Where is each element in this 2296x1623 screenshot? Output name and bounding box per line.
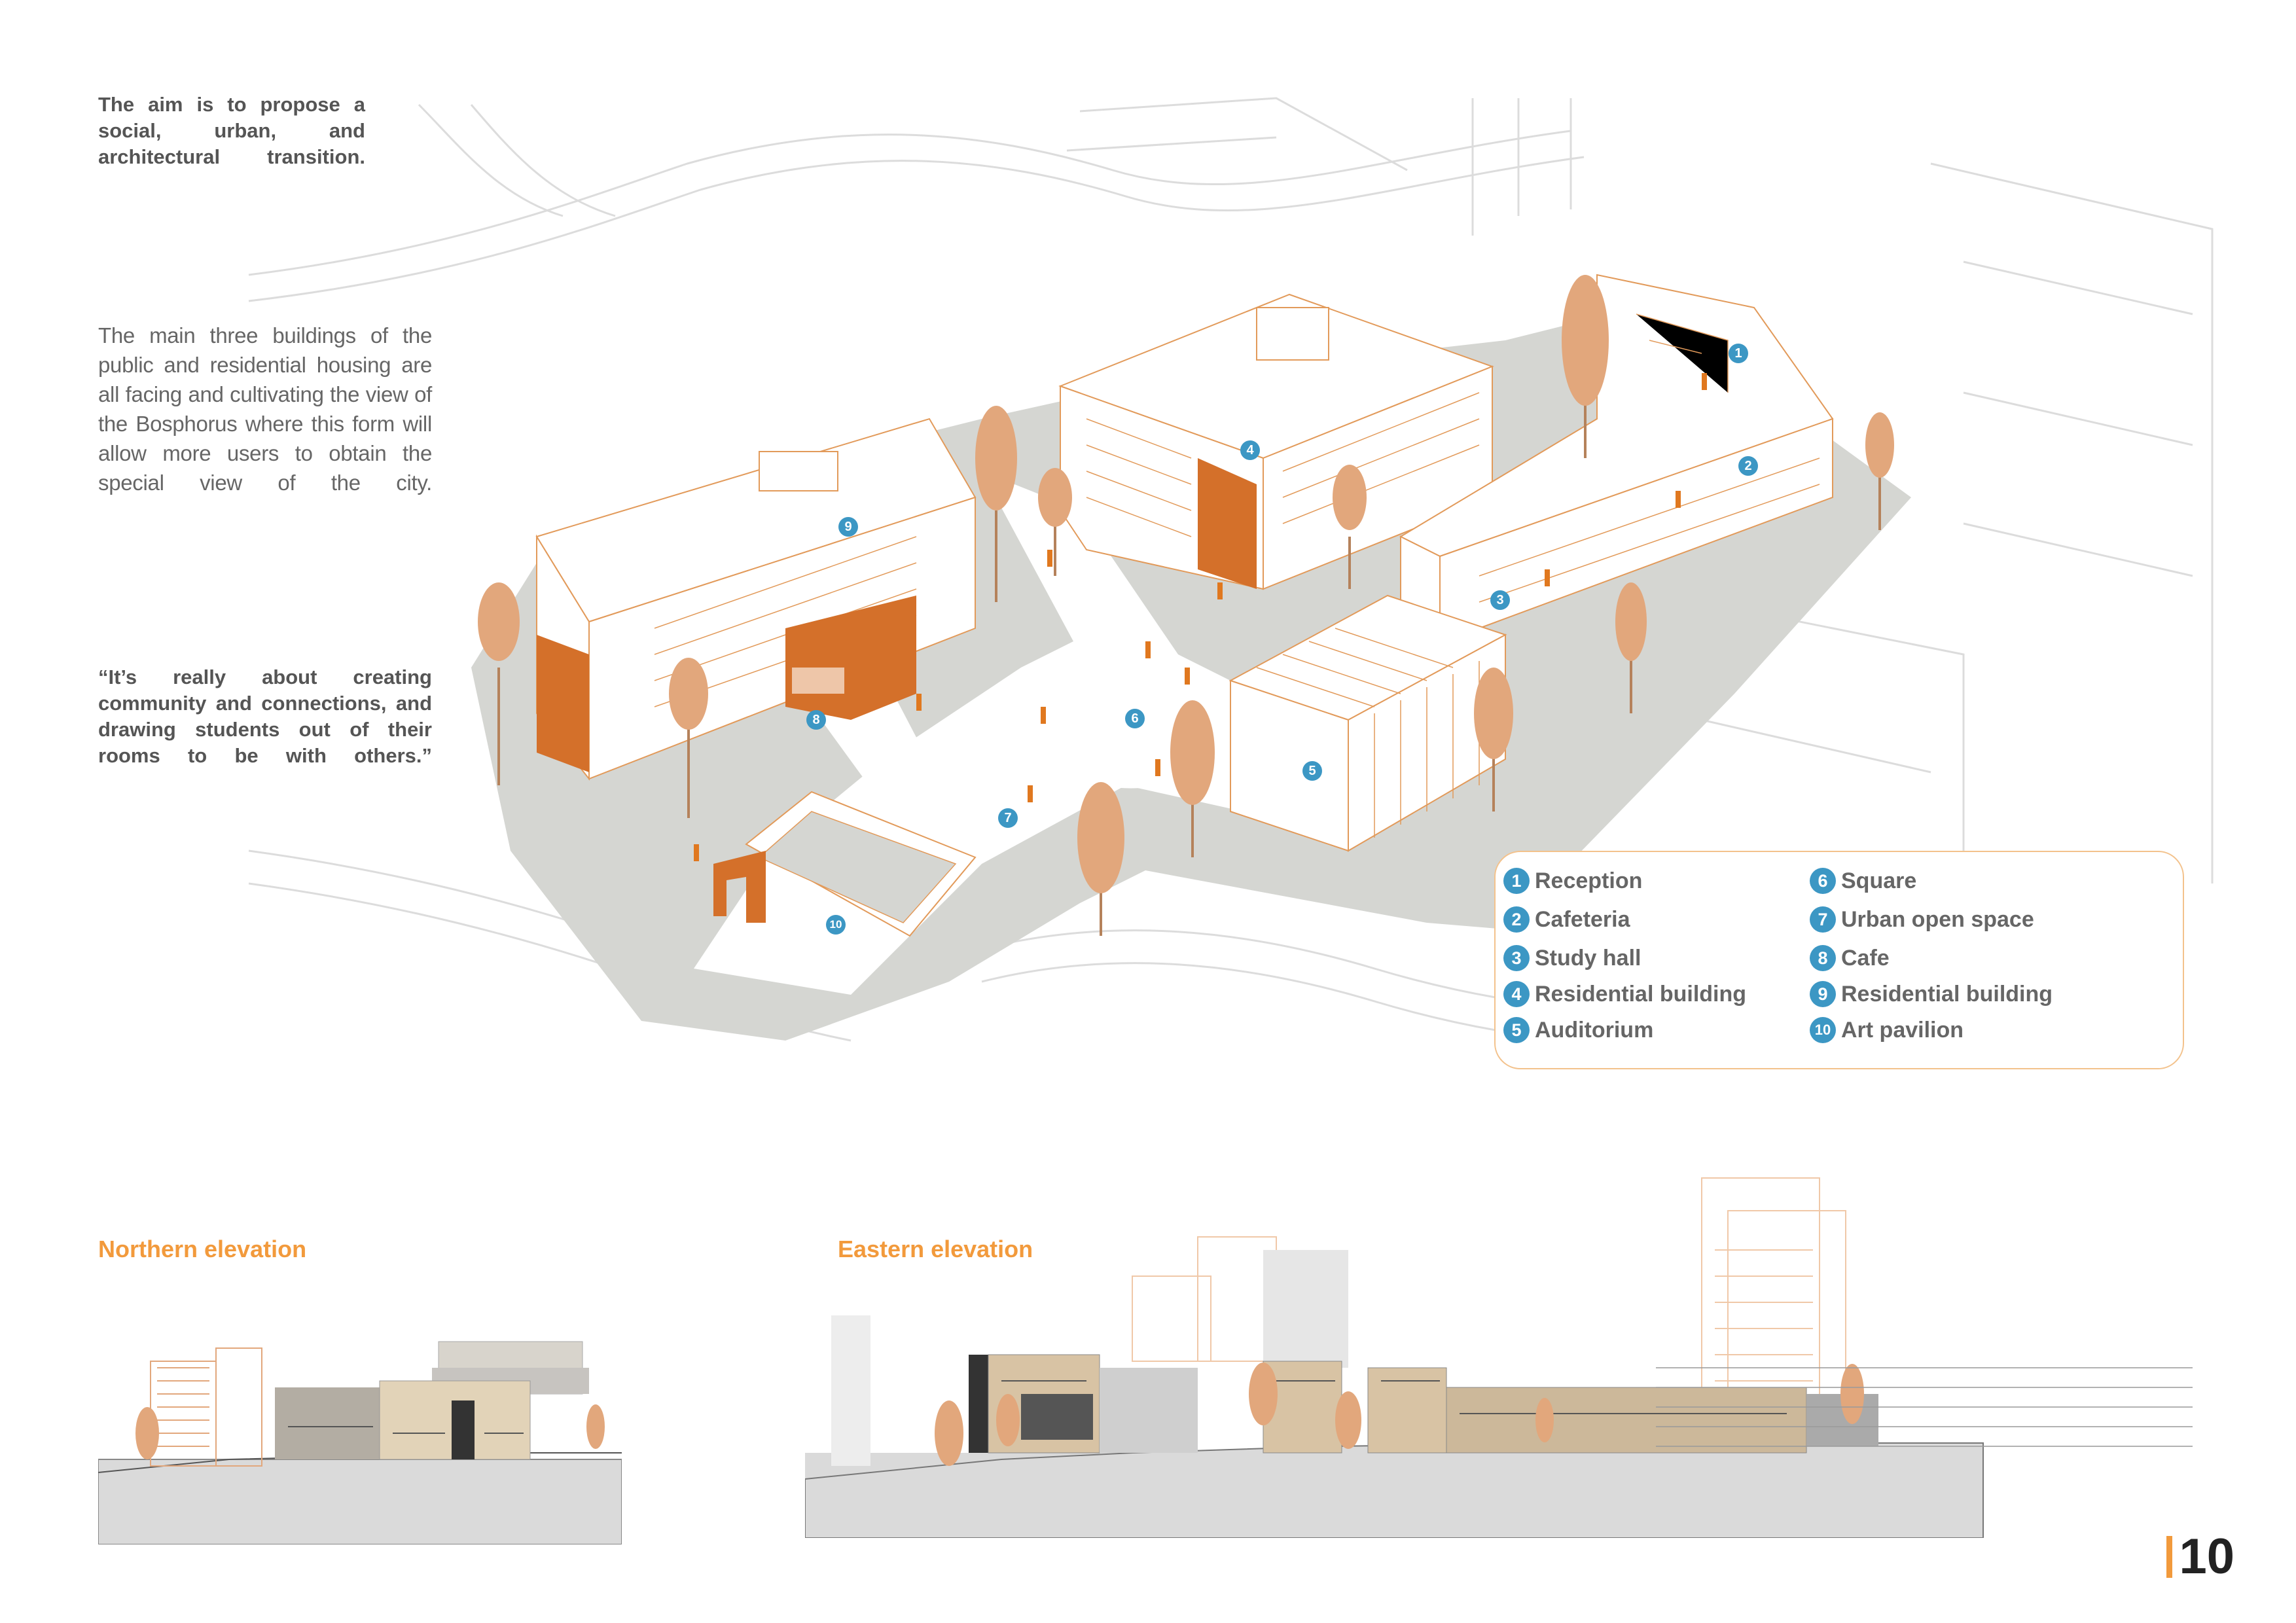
tree bbox=[1865, 412, 1894, 530]
reception-cafeteria-wing bbox=[1399, 274, 1834, 630]
northern-elevation-title: Northern elevation bbox=[98, 1236, 307, 1262]
page-number-accent-bar bbox=[2166, 1535, 2173, 1578]
legend-label: Residential building bbox=[1535, 981, 1747, 1007]
tree bbox=[1474, 668, 1513, 812]
legend-number: 9 bbox=[1810, 981, 1836, 1007]
map-marker-residential-4: 4 bbox=[1240, 440, 1260, 460]
tree bbox=[478, 582, 520, 785]
tree bbox=[1038, 468, 1072, 576]
quote-text: “It’s really about creating community an… bbox=[98, 666, 432, 767]
legend-item-art-pavilion: 10 Art pavilion bbox=[1810, 1017, 1964, 1043]
legend-label: Art pavilion bbox=[1841, 1017, 1964, 1043]
legend-item-auditorium: 5 Auditorium bbox=[1503, 1017, 1653, 1043]
tree bbox=[1562, 275, 1609, 458]
tree bbox=[1333, 465, 1367, 589]
body-text: The main three buildings of the public a… bbox=[98, 323, 432, 495]
legend-label: Urban open space bbox=[1841, 906, 2034, 932]
art-pavilion-10 bbox=[713, 791, 977, 937]
trees bbox=[478, 275, 1894, 936]
legend-label: Residential building bbox=[1841, 981, 2053, 1007]
tree bbox=[669, 658, 708, 818]
legend-number: 7 bbox=[1810, 906, 1836, 933]
residential-building-4 bbox=[1058, 293, 1494, 590]
legend-label: Auditorium bbox=[1535, 1017, 1654, 1043]
page-number-text: 10 bbox=[2179, 1529, 2234, 1584]
map-marker-art-pavilion: 10 bbox=[826, 915, 846, 935]
page-number: 10 bbox=[2166, 1528, 2234, 1585]
people bbox=[694, 373, 1707, 861]
legend-number: 4 bbox=[1503, 981, 1530, 1007]
legend-label: Square bbox=[1841, 868, 1917, 893]
legend-item-reception: 1 Reception bbox=[1503, 868, 1642, 894]
legend-label: Reception bbox=[1535, 868, 1643, 893]
intro-text: The aim is to propose a social, urban, a… bbox=[98, 93, 365, 168]
legend-item-residential-9: 9 Residential building bbox=[1810, 981, 2053, 1007]
map-marker-square: 6 bbox=[1125, 709, 1145, 728]
legend-number: 10 bbox=[1810, 1017, 1836, 1043]
map-marker-urban-open-space: 7 bbox=[998, 808, 1018, 828]
legend-label: Cafeteria bbox=[1535, 906, 1630, 932]
auditorium-5 bbox=[1229, 594, 1507, 852]
legend-item-cafeteria: 2 Cafeteria bbox=[1503, 906, 1630, 933]
legend-item-urban-open-space: 7 Urban open space bbox=[1810, 906, 2034, 933]
legend-item-cafe: 8 Cafe bbox=[1810, 945, 1890, 971]
tree bbox=[1615, 582, 1647, 713]
map-marker-auditorium: 5 bbox=[1302, 761, 1322, 781]
legend-label: Study hall bbox=[1535, 945, 1641, 971]
tree bbox=[1170, 700, 1215, 857]
map-marker-reception: 1 bbox=[1729, 344, 1748, 363]
legend-number: 1 bbox=[1503, 868, 1530, 894]
legend-item-square: 6 Square bbox=[1810, 868, 1916, 894]
legend-number: 8 bbox=[1810, 945, 1836, 971]
legend-number: 2 bbox=[1503, 906, 1530, 933]
eastern-elevation-drawing bbox=[805, 1177, 2193, 1538]
legend-number: 6 bbox=[1810, 868, 1836, 894]
map-marker-cafe: 8 bbox=[806, 710, 826, 730]
tree bbox=[975, 406, 1017, 602]
map-marker-residential-9: 9 bbox=[838, 517, 858, 537]
map-marker-cafeteria: 2 bbox=[1738, 456, 1758, 476]
eastern-elevation-title: Eastern elevation bbox=[838, 1236, 1033, 1262]
legend-item-study-hall: 3 Study hall bbox=[1503, 945, 1641, 971]
legend-item-residential-4: 4 Residential building bbox=[1503, 981, 1746, 1007]
legend: 1 Reception 2 Cafeteria 3 Study hall 4 R… bbox=[1494, 851, 2184, 1069]
legend-number: 5 bbox=[1503, 1017, 1530, 1043]
legend-label: Cafe bbox=[1841, 945, 1890, 971]
northern-elevation-drawing bbox=[98, 1341, 622, 1544]
legend-number: 3 bbox=[1503, 945, 1530, 971]
map-marker-study-hall: 3 bbox=[1490, 590, 1510, 610]
tree bbox=[1077, 782, 1124, 936]
